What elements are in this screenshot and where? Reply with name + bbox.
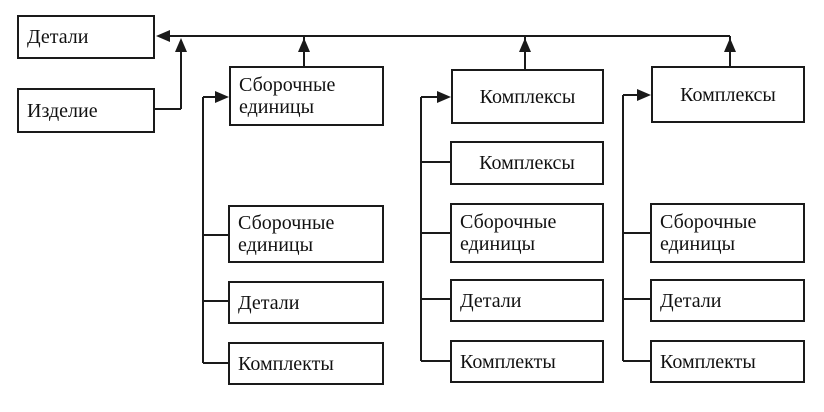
node-col3-head: Комплексы [651, 66, 805, 123]
arrow-product-up [175, 38, 187, 52]
node-col3-item3: Комплекты [650, 340, 805, 383]
node-col2-item1: Комплексы [450, 141, 604, 185]
arrow-col3-right [637, 89, 651, 101]
node-label: Комплексы [479, 152, 575, 174]
node-col3-item2: Детали [650, 279, 805, 322]
node-col2-item3: Детали [450, 279, 604, 322]
node-label: Комплекты [238, 352, 334, 375]
node-col2-item2: Сборочные единицы [450, 203, 604, 263]
node-label: Детали [660, 289, 722, 312]
node-col1-item1: Сборочные единицы [228, 205, 384, 263]
node-label: Сборочные единицы [660, 211, 757, 255]
node-label: Комплексы [479, 85, 576, 108]
arrow-col3-up [724, 38, 736, 52]
node-label: Детали [460, 289, 522, 312]
arrow-col2-right [437, 91, 451, 103]
node-label: Сборочные единицы [239, 74, 336, 118]
node-label: Комплекты [660, 350, 756, 373]
node-col1-item3: Комплекты [228, 342, 384, 385]
node-label: Комплексы [680, 83, 776, 106]
arrow-to-details [156, 30, 170, 42]
node-label: Детали [238, 291, 300, 314]
node-details-root: Детали [17, 15, 155, 59]
node-product: Изделие [17, 88, 155, 133]
node-label: Изделие [27, 99, 98, 122]
node-col1-head: Сборочные единицы [229, 66, 384, 126]
node-label: Комплекты [460, 350, 556, 373]
node-col3-item1: Сборочные единицы [650, 203, 805, 263]
node-col1-item2: Детали [228, 281, 384, 324]
arrow-col2-up [519, 38, 531, 52]
node-label: Сборочные единицы [238, 212, 335, 256]
node-label: Сборочные единицы [460, 211, 557, 255]
node-col2-head: Комплексы [451, 69, 604, 124]
arrow-col1-up [298, 38, 310, 52]
node-col2-item4: Комплекты [450, 340, 604, 383]
arrow-col1-right [215, 91, 229, 103]
node-label: Детали [27, 26, 89, 48]
